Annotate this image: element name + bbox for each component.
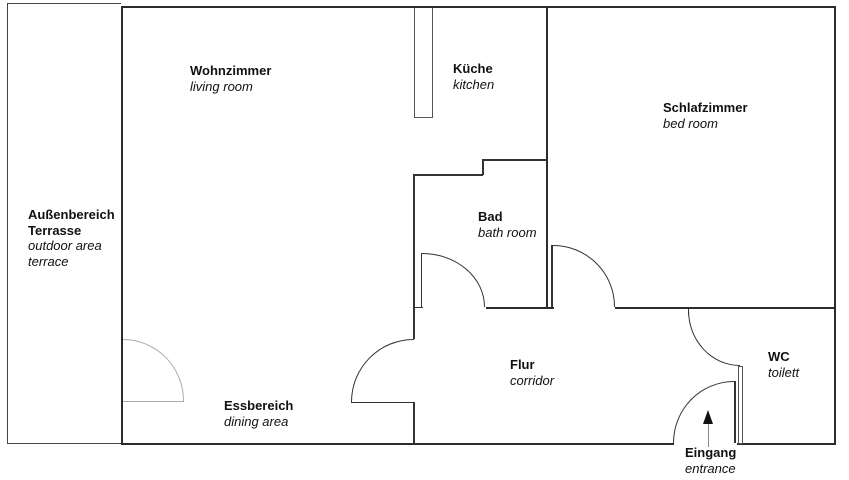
wall-outer-bottom-left-segment	[120, 442, 674, 446]
bath-door-leaf	[420, 253, 423, 307]
room-name-de: Schlafzimmer	[663, 100, 748, 115]
wall-bath-left-cap	[413, 306, 423, 309]
room-name-en: bath room	[478, 224, 537, 240]
wc-door-arc	[687, 309, 741, 366]
room-name-de: Bad	[478, 209, 503, 224]
room-label-wc: WC toilett	[768, 349, 799, 380]
room-name-en: kitchen	[453, 76, 495, 92]
wall-kitchen-bedroom-divider	[545, 7, 549, 308]
room-label-essbereich: Essbereich dining area	[224, 398, 293, 429]
room-label-bad: Bad bath room	[478, 209, 537, 240]
terrace-wall-bottom	[7, 443, 121, 445]
wall-corridor-top	[615, 307, 834, 310]
room-name-de: Flur	[510, 357, 535, 372]
room-name-en: dining area	[224, 413, 289, 429]
entrance-arrow-stem	[708, 424, 710, 447]
corridor-door-arc	[350, 338, 414, 402]
kitchen-peninsula-wall	[413, 8, 433, 118]
room-name-de: Wohnzimmer	[190, 63, 272, 78]
room-name-de: Terrasse	[28, 222, 82, 238]
wall-outer-right	[833, 5, 836, 445]
room-label-terrasse: Außenbereich Terrasse outdoor area terra…	[28, 207, 115, 269]
room-name-de: Außenbereich	[28, 207, 115, 222]
room-name-en: toilett	[768, 364, 800, 380]
room-name-de: Küche	[453, 61, 493, 76]
wall-outer-bottom-right-segment	[737, 442, 836, 446]
corridor-door-leaf	[350, 401, 414, 404]
terrace-door-leaf	[123, 400, 184, 403]
wall-corridor-left-upper	[413, 307, 416, 339]
bedroom-door-leaf	[551, 245, 553, 307]
room-name-en: bed room	[663, 115, 718, 131]
terrace-door-arc	[123, 339, 184, 401]
wall-bath-bottom	[485, 306, 554, 309]
room-label-kueche: Küche kitchen	[453, 61, 494, 92]
terrace-wall-left	[7, 3, 9, 444]
room-label-eingang: Eingang entrance	[685, 445, 736, 476]
room-label-wohnzimmer: Wohnzimmer living room	[190, 63, 271, 94]
room-name-en: terrace	[28, 253, 69, 269]
entrance-arrow-icon	[703, 410, 713, 424]
wall-bath-left	[413, 173, 415, 308]
terrace-wall-top	[7, 3, 121, 5]
room-name-en: living room	[190, 78, 253, 94]
room-name-de: Essbereich	[224, 398, 294, 413]
wall-corridor-left-lower	[413, 402, 415, 444]
wall-wc-vestibule-divider	[738, 365, 744, 444]
wall-bath-top-upper	[482, 158, 547, 161]
wall-outer-top	[120, 5, 836, 9]
entrance-door-leaf	[734, 381, 736, 443]
room-name-en: entrance	[685, 460, 736, 476]
room-name-en: outdoor area	[28, 238, 102, 254]
room-label-schlafzimmer: Schlafzimmer bed room	[663, 100, 748, 131]
room-name-de: Eingang	[685, 445, 737, 460]
wall-outer-left	[120, 5, 124, 445]
bedroom-door-arc	[552, 245, 616, 307]
room-label-flur: Flur corridor	[510, 357, 554, 388]
wall-bath-top-step	[482, 158, 484, 176]
wall-bath-top-lower	[413, 173, 483, 176]
room-name-en: corridor	[510, 372, 555, 388]
room-name-de: WC	[768, 349, 790, 364]
bath-door-arc	[422, 253, 486, 307]
